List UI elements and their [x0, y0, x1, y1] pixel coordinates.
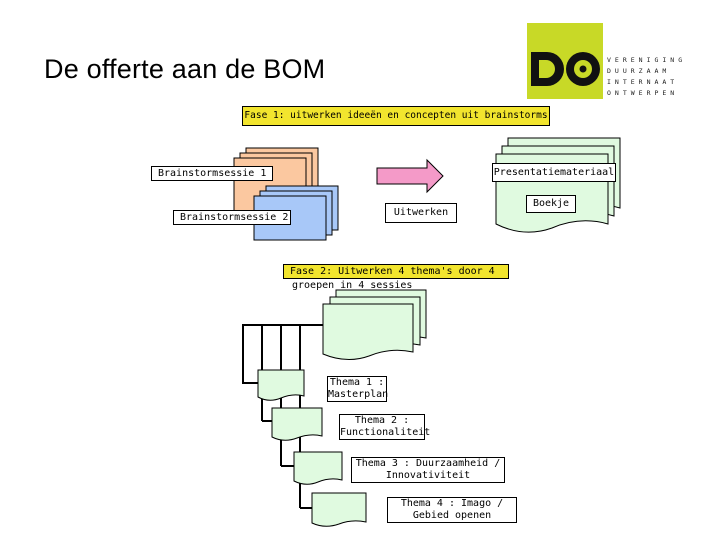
logo-line: DUURZAAM [607, 67, 671, 75]
logo-text: VERENIGING DUURZAAM INTERNAAT ONTWERPEN [607, 55, 686, 99]
theme-3-doc [293, 451, 343, 485]
phase2-line-1: Fase 2: Uitwerken 4 thema's door 4 [283, 264, 509, 279]
phase2-line-2: groepen in 4 sessies [292, 280, 413, 291]
logo [527, 23, 603, 99]
theme-1-doc [257, 369, 305, 401]
theme-3-line-2: Innovativiteit [352, 470, 504, 482]
theme-docs [257, 369, 367, 527]
theme-3-line-1: Thema 3 : Duurzaamheid / [352, 458, 504, 470]
arrow-shape [376, 158, 444, 194]
theme-2-line-1: Thema 2 : [340, 415, 424, 427]
theme-4-doc [311, 492, 367, 527]
logo-line: VERENIGING [607, 56, 687, 64]
theme-4-line-1: Thema 4 : Imago / [388, 498, 516, 510]
boekje-label: Boekje [526, 195, 576, 213]
theme-2-label: Thema 2 : Functionaliteit [339, 414, 431, 440]
theme-1-label: Thema 1 : Masterplan [327, 376, 389, 402]
theme-2-line-2: Functionaliteit [340, 427, 431, 439]
uitwerken-label: Uitwerken [385, 203, 457, 223]
page-title: De offerte aan de BOM [44, 54, 326, 84]
theme-4-line-2: Gebied openen [388, 510, 516, 522]
brainstorm-1-label: Brainstormsessie 1 [151, 166, 274, 181]
presentatie-label: Presentatiemateriaal [492, 163, 616, 182]
phase2-label: Fase 2: Uitwerken 4 thema's door 4 groep… [283, 264, 509, 292]
logo-mark [531, 52, 600, 86]
phase2-stack [322, 289, 427, 360]
theme-1-line-2: Masterplan [328, 389, 389, 401]
logo-line: INTERNAAT [607, 78, 679, 86]
theme-2-doc [271, 407, 323, 441]
phase1-label: Fase 1: uitwerken ideeën en concepten ui… [242, 106, 550, 126]
brainstorm-2-label: Brainstormsessie 2 [173, 210, 291, 225]
theme-3-label: Thema 3 : Duurzaamheid / Innovativiteit [351, 457, 505, 483]
theme-4-label: Thema 4 : Imago / Gebied openen [387, 497, 517, 523]
theme-1-line-1: Thema 1 : [328, 377, 386, 389]
logo-line: ONTWERPEN [607, 89, 679, 97]
presentatie-stack [495, 137, 621, 233]
